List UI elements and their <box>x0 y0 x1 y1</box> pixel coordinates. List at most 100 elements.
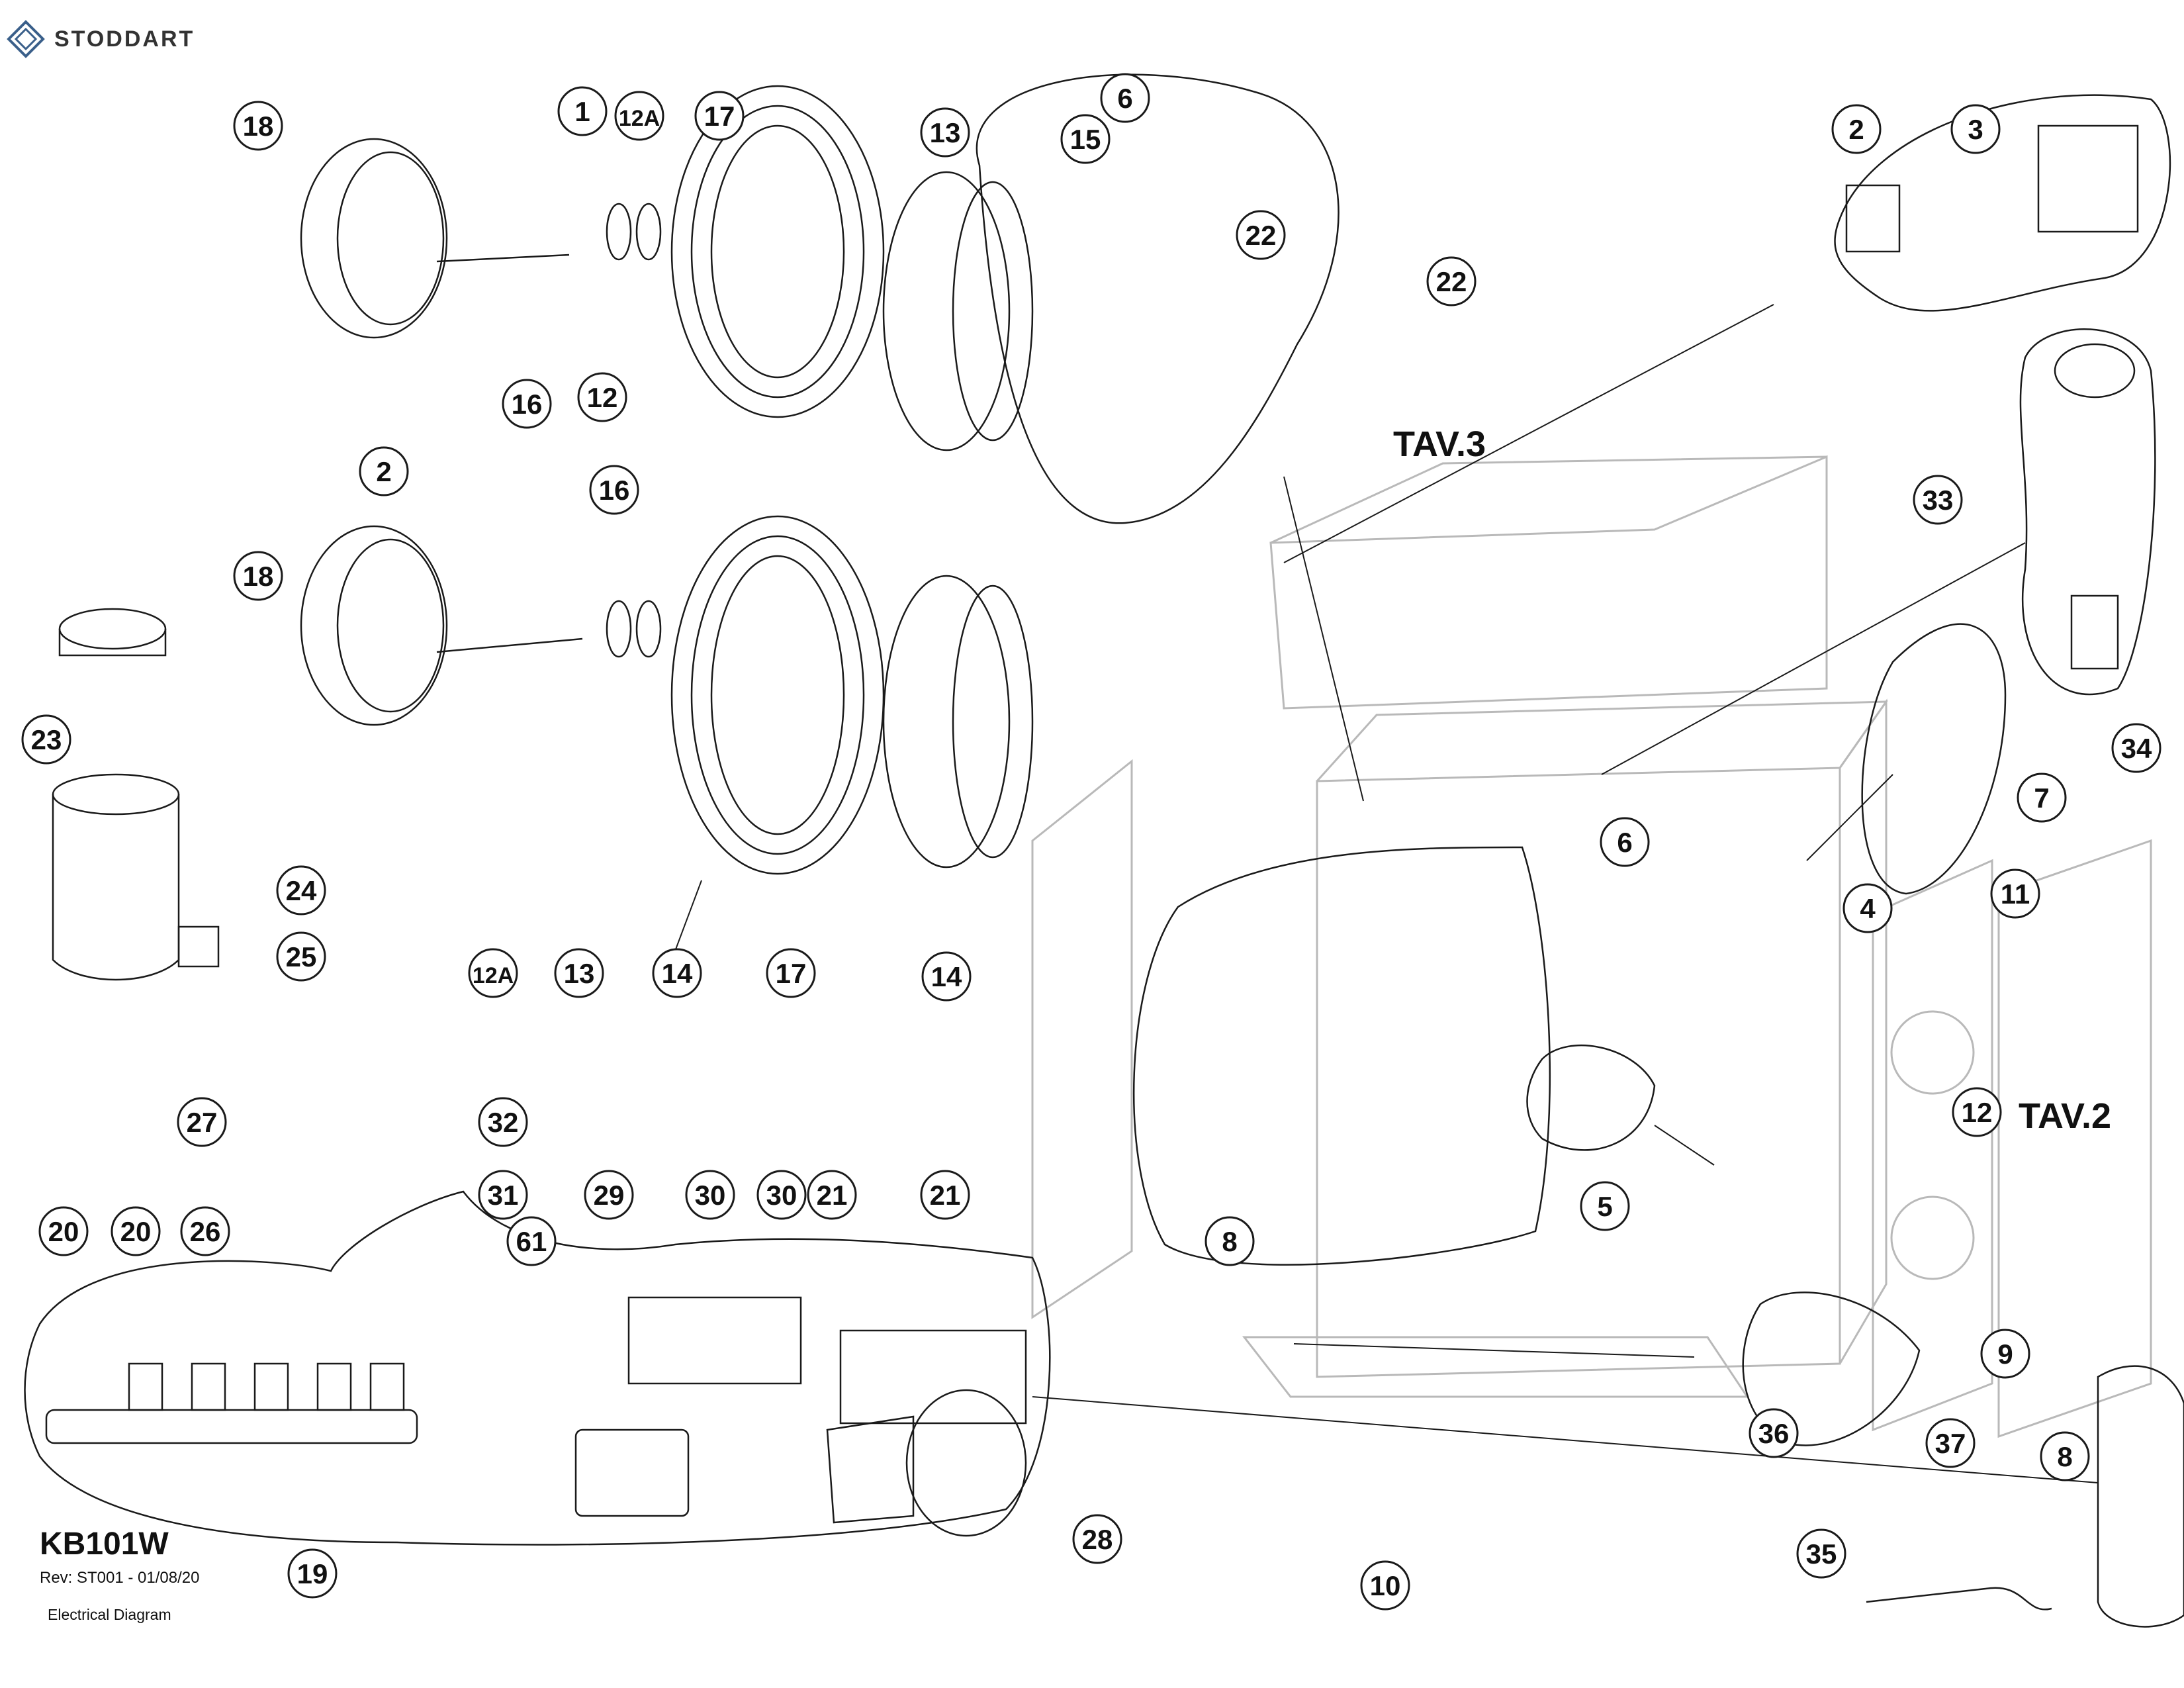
callout-bubble-3 <box>1950 104 2001 154</box>
callout-label: 61 <box>516 1226 547 1257</box>
fan-cover-panel <box>1872 859 1993 1432</box>
callout-bubbles: 1223456678891011121212A12A13131414151616… <box>21 73 2161 1611</box>
callout-label: 17 <box>776 958 807 989</box>
boundary-lamp <box>1526 1045 1656 1151</box>
boundary-motor-top <box>976 73 1340 524</box>
callout-label: 14 <box>931 961 962 992</box>
sheet-ref-tav3: TAV.3 <box>1393 424 1486 464</box>
side-panel <box>1031 759 1133 1319</box>
solenoid-manifold <box>45 1409 418 1444</box>
callout-bubble-16 <box>502 379 552 429</box>
callout-label: 9 <box>1997 1338 2013 1370</box>
callout-bubble-35 <box>1796 1528 1846 1579</box>
boundary-water-solenoids <box>24 1190 1051 1546</box>
callout-bubble-20 <box>38 1206 89 1256</box>
heating-element-lower <box>670 515 885 875</box>
callout-label: 29 <box>594 1180 625 1211</box>
leader-base <box>1032 1396 2099 1483</box>
control-box <box>1269 455 1828 710</box>
leader-lines <box>671 304 2099 1483</box>
callout-label: 1 <box>574 96 590 127</box>
solenoid-2 <box>191 1362 226 1411</box>
callout-label: 13 <box>930 117 961 148</box>
callout-label: 15 <box>1070 124 1101 155</box>
callout-bubble-7 <box>2017 773 2067 823</box>
callout-label: 35 <box>1806 1538 1837 1570</box>
leader-micro-switch <box>1283 304 1774 563</box>
callout-label: 18 <box>243 111 274 142</box>
callout-bubble-31 <box>478 1170 528 1220</box>
parts-linework <box>45 85 2139 1611</box>
heating-element-upper <box>670 85 885 418</box>
document-type: Electrical Diagram <box>48 1606 171 1623</box>
callout-bubble-8 <box>2040 1431 2090 1481</box>
callout-label: 37 <box>1935 1428 1966 1459</box>
solenoid-5 <box>369 1362 405 1411</box>
callout-bubble-2 <box>1831 104 1882 154</box>
boundary-foot <box>1861 623 2007 895</box>
callout-label: 22 <box>1246 220 1277 251</box>
callout-bubble-22 <box>1236 210 1286 260</box>
callout-bubble-5 <box>1580 1181 1630 1231</box>
callout-bubble-36 <box>1749 1408 1799 1458</box>
callout-bubble-1 <box>557 86 608 136</box>
callout-bubble-12 <box>577 372 627 422</box>
callout-bubble-30 <box>685 1170 735 1220</box>
callout-label: 33 <box>1923 485 1954 516</box>
fan-wheel-lower-back <box>952 585 1034 859</box>
callout-label: 30 <box>766 1180 797 1211</box>
gasket-upper <box>606 203 632 261</box>
brand-logo: STODDART <box>7 20 195 58</box>
callout-bubble-12A <box>614 91 664 141</box>
probe-cable <box>1866 1587 2052 1611</box>
fan-wheel-upper-back <box>952 181 1034 442</box>
callout-bubble-17 <box>766 948 816 998</box>
callout-bubble-32 <box>478 1097 528 1147</box>
callout-label: 23 <box>31 724 62 755</box>
callout-bubble-21 <box>807 1170 857 1220</box>
fan-wheel-upper <box>882 171 1011 451</box>
model-number: KB101W <box>40 1526 169 1562</box>
callout-bubble-23 <box>21 714 71 765</box>
detail-callout-boundaries <box>24 73 2184 1628</box>
callout-bubble-19 <box>287 1548 338 1599</box>
callout-label: 31 <box>488 1180 519 1211</box>
ghost-outlines <box>1031 455 2152 1438</box>
callout-label: 12A <box>619 106 660 131</box>
drain-pump <box>574 1429 690 1517</box>
leader-12a <box>671 880 702 961</box>
wash-pump-motor <box>826 1415 915 1524</box>
control-box-top <box>1270 455 1827 544</box>
gasket-lower-2 <box>635 600 662 658</box>
callout-bubble-13 <box>554 948 604 998</box>
solenoid-1 <box>128 1362 163 1411</box>
leader-motor-group <box>1283 476 1364 802</box>
gasket-lower <box>606 600 632 658</box>
motor-shaft-lower <box>436 637 583 653</box>
callout-bubble-21 <box>920 1170 970 1220</box>
callout-label: 17 <box>704 101 735 132</box>
callout-label: 30 <box>695 1180 726 1211</box>
callout-bubble-61 <box>506 1216 557 1266</box>
sheet-ref-tav2: TAV.2 <box>2019 1096 2112 1136</box>
callout-bubble-20 <box>111 1206 161 1256</box>
fan-motor-lower-core <box>336 538 445 713</box>
callout-label: 18 <box>243 561 274 592</box>
leader-lamp <box>1654 1125 1715 1166</box>
callout-label: 13 <box>564 958 595 989</box>
callout-label: 4 <box>1860 893 1876 924</box>
callout-label: 16 <box>512 389 543 420</box>
callout-bubble-11 <box>1990 868 2040 919</box>
heating-element-upper-inner <box>690 105 865 399</box>
callout-label: 7 <box>2034 782 2049 814</box>
heating-element-lower-inner <box>690 535 865 855</box>
callout-bubble-9 <box>1980 1329 2030 1379</box>
boundary-foot-lower <box>2097 1365 2184 1628</box>
callout-label: 28 <box>1082 1524 1113 1555</box>
leader-foot <box>1806 774 1893 861</box>
callout-bubble-37 <box>1925 1418 1976 1468</box>
callout-label: 10 <box>1370 1570 1401 1601</box>
oven-side <box>1839 698 1888 1364</box>
